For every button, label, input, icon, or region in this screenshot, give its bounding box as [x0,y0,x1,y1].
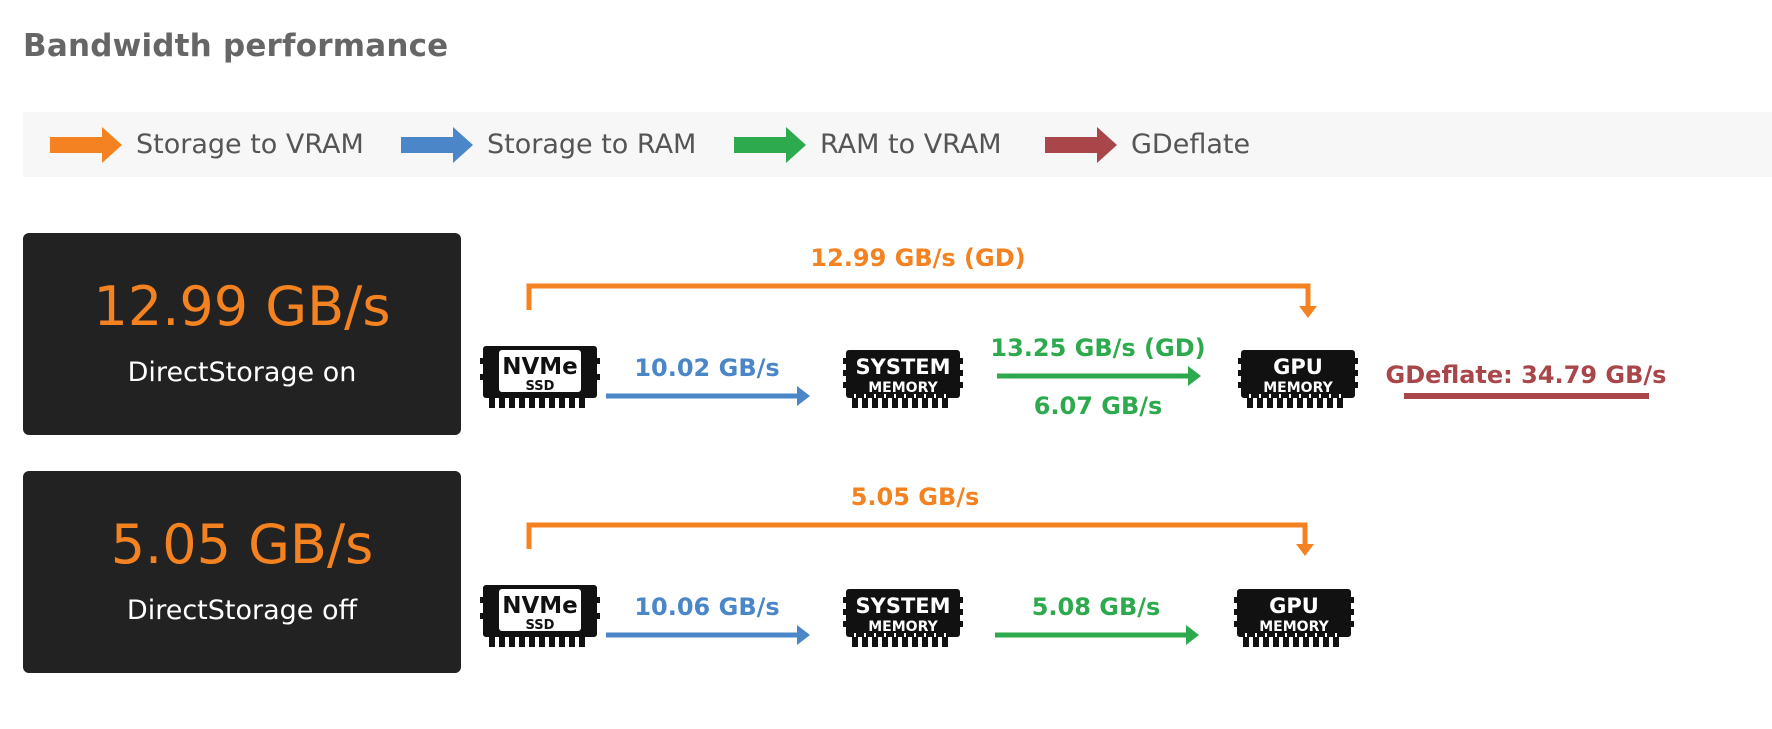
green-arrow-icon [734,126,806,163]
legend-label: GDeflate [1131,129,1251,160]
gpu-memory-icon: GPU MEMORY [1234,589,1354,647]
ram-to-vram-arrowhead [1188,366,1201,386]
storage-to-ram-rate: 10.02 GB/s [634,354,779,382]
chip-label-bottom: MEMORY [1259,619,1329,635]
chip-label-top: NVMe [502,354,578,380]
total-box-directstorage-on: 12.99 GB/s DirectStorage on [23,233,461,435]
system-memory-icon: SYSTEM MEMORY [843,350,963,408]
legend-item-ram-to-vram: RAM to VRAM [734,112,1002,177]
gpu-memory-icon: GPU MEMORY [1238,350,1358,408]
orange-arrow-icon [50,126,122,163]
ram-to-vram-rate: 5.08 GB/s [1032,593,1161,621]
total-bandwidth-value: 5.05 GB/s [110,513,374,576]
storage-to-vram-arrow [526,283,1311,310]
legend: Storage to VRAM Storage to RAM RAM to VR… [23,112,1772,177]
chip-label-top: GPU [1269,594,1319,618]
chip-label-top: SYSTEM [855,355,950,379]
chip-label-top: GPU [1273,355,1323,379]
storage-to-ram-arrowhead [797,625,810,645]
mode-label: DirectStorage off [126,595,358,626]
legend-item-gdeflate: GDeflate [1045,112,1250,177]
ram-to-vram-rate: 13.25 GB/s (GD) [990,334,1205,362]
chip-label-top: SYSTEM [855,594,950,618]
ram-to-vram-arrowhead [1186,625,1199,645]
blue-arrow-icon [401,126,473,163]
gdeflate-rate: GDeflate: 34.79 GB/s [1386,361,1667,389]
storage-to-vram-arrowhead [1299,306,1317,318]
red-arrow-icon [1045,126,1117,163]
chip-label-top: NVMe [502,593,578,619]
legend-item-storage-to-ram: Storage to RAM [401,112,696,177]
storage-to-ram-arrowhead [797,386,810,406]
chip-label-bottom: MEMORY [1263,380,1333,396]
system-memory-icon: SYSTEM MEMORY [843,589,963,647]
legend-label: RAM to VRAM [820,129,1002,160]
chip-label-bottom: SSD [526,618,555,633]
chip-label-bottom: SSD [526,379,555,394]
storage-to-ram-rate: 10.06 GB/s [634,593,779,621]
chip-label-bottom: MEMORY [868,380,938,396]
nvme-ssd-icon: NVMe SSD [480,346,600,408]
legend-item-storage-to-vram: Storage to VRAM [50,112,364,177]
storage-to-vram-rate: 12.99 GB/s (GD) [810,244,1025,272]
legend-label: Storage to RAM [487,129,697,160]
row-directstorage-off: 5.05 GB/s NVMe SSD 10.06 GB/s SYSTEM MEM… [480,483,1354,647]
page-title: Bandwidth performance [23,28,449,64]
storage-to-vram-arrowhead [1296,544,1314,556]
row-directstorage-on: 12.99 GB/s (GD) NVMe SSD 10.02 GB/s SYST… [480,244,1666,420]
ram-to-vram-rate-secondary: 6.07 GB/s [1034,392,1163,420]
storage-to-vram-rate: 5.05 GB/s [851,483,980,511]
total-bandwidth-value: 12.99 GB/s [93,275,391,338]
chip-label-bottom: MEMORY [868,619,938,635]
storage-to-vram-arrow [526,522,1308,549]
nvme-ssd-icon: NVMe SSD [480,585,600,647]
total-box-directstorage-off: 5.05 GB/s DirectStorage off [23,471,461,673]
mode-label: DirectStorage on [127,357,357,388]
legend-label: Storage to VRAM [136,129,364,160]
